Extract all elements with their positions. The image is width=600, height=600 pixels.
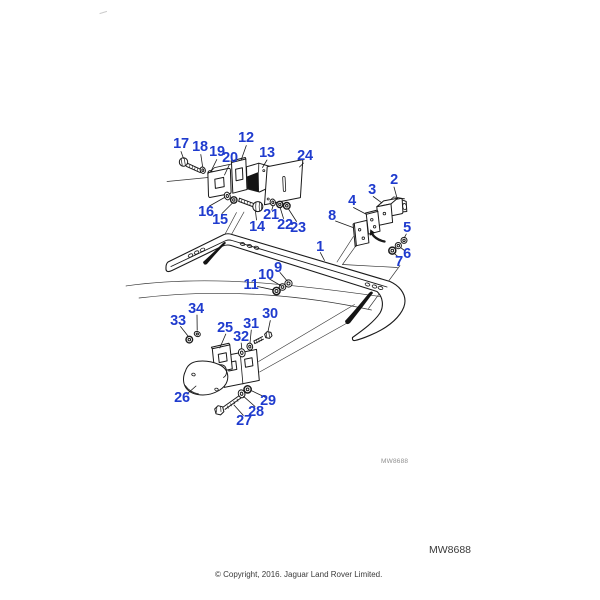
washer-34 <box>193 331 201 338</box>
nut-33 <box>186 336 193 343</box>
bumper-blade <box>166 234 405 341</box>
bracket-20 <box>208 164 232 197</box>
part-label-22: 22 <box>277 216 293 233</box>
part-label-24: 24 <box>297 147 313 164</box>
part-label-19: 19 <box>209 143 225 160</box>
scan-speck <box>100 12 107 14</box>
drawing-code-watermark: MW8688 <box>381 458 409 465</box>
part-label-4: 4 <box>348 192 356 209</box>
part-label-14: 14 <box>249 218 265 235</box>
part-label-31: 31 <box>243 315 259 332</box>
washer-16 <box>223 191 231 200</box>
lower-bracket-assembly <box>184 331 273 415</box>
nut-22 <box>277 201 283 207</box>
part-label-9: 9 <box>274 259 282 276</box>
part-label-10: 10 <box>258 266 274 283</box>
washer-5 <box>401 237 407 243</box>
washer-18 <box>199 166 206 174</box>
alignment-lines <box>126 178 400 373</box>
part-label-5: 5 <box>403 219 411 236</box>
nut-29 <box>244 386 251 393</box>
part-label-21: 21 <box>263 206 279 223</box>
upper-bracket-assembly <box>179 158 302 212</box>
plate-8 <box>353 220 369 246</box>
part-label-3: 3 <box>368 181 376 198</box>
part-label-17: 17 <box>173 135 189 152</box>
part-label-20: 20 <box>222 149 238 166</box>
part-label-18: 18 <box>192 138 208 155</box>
part-label-16: 16 <box>198 203 214 220</box>
drawing-code: MW8688 <box>429 544 472 556</box>
right-bracket-assembly <box>353 197 407 254</box>
part-label-7: 7 <box>395 253 403 270</box>
nut-23 <box>284 203 291 210</box>
part-label-6: 6 <box>403 245 411 262</box>
part-label-23: 23 <box>290 219 306 236</box>
washer-28 <box>237 389 246 399</box>
mount-slots <box>188 242 384 290</box>
part-label-13: 13 <box>259 144 275 161</box>
part-label-33: 33 <box>170 312 186 329</box>
part-label-15: 15 <box>212 211 228 228</box>
block-2 <box>389 197 407 216</box>
part-label-1: 1 <box>316 238 324 255</box>
part-label-25: 25 <box>217 319 233 336</box>
part-label-11: 11 <box>243 276 259 293</box>
part-label-2: 2 <box>390 171 398 188</box>
nut-15 <box>231 197 237 203</box>
nut-7 <box>389 247 396 254</box>
washer-31 <box>246 342 253 350</box>
part-label-29: 29 <box>260 392 276 409</box>
washer-6 <box>395 243 401 249</box>
washer-21 <box>269 198 276 206</box>
copyright-text: © Copyright, 2016. Jaguar Land Rover Lim… <box>215 570 383 579</box>
plate-4 <box>366 210 380 234</box>
corner-shading <box>345 291 373 325</box>
part-label-32: 32 <box>233 328 249 345</box>
bolt-30 <box>254 332 272 344</box>
part-label-8: 8 <box>328 207 336 224</box>
part-label-27: 27 <box>236 412 252 429</box>
part-label-30: 30 <box>262 305 278 322</box>
direction-arrow <box>369 229 385 241</box>
plate-12 <box>231 158 247 194</box>
part-label-26: 26 <box>174 389 190 406</box>
plate-24 <box>265 160 303 205</box>
washer-32 <box>238 348 246 358</box>
part-label-12: 12 <box>238 129 254 146</box>
cover-plate-26 <box>184 361 228 395</box>
part-label-28: 28 <box>248 403 264 420</box>
bend-shading <box>203 242 226 265</box>
part-label-34: 34 <box>188 300 204 317</box>
bolt-27 <box>215 396 241 415</box>
fasteners-9-10-11 <box>273 280 292 295</box>
bolt-14 <box>239 198 263 211</box>
label-leader-lines <box>181 146 407 416</box>
bolt-17 <box>179 158 201 173</box>
